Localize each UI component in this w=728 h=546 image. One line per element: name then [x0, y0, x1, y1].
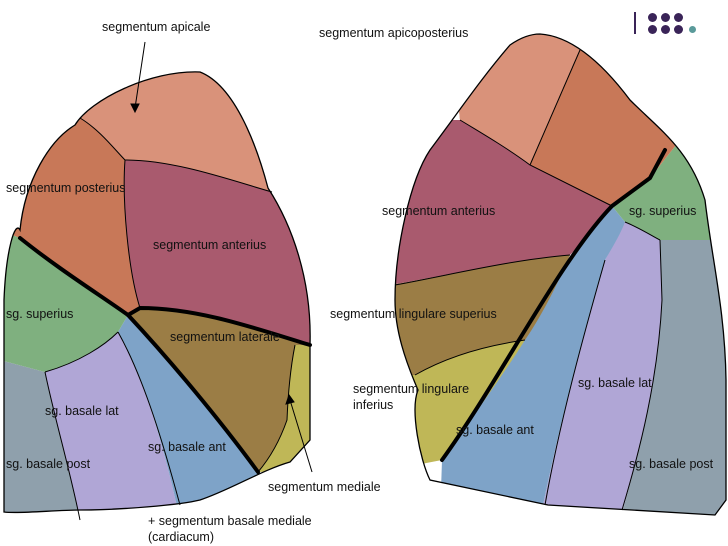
label-segmentum-posterius: segmentum posterius: [6, 181, 126, 195]
label-segmentum-apicoposterius: segmentum apicoposterius: [319, 26, 469, 40]
left-lung: [395, 34, 726, 515]
left-basal-anterior-segment: [440, 206, 625, 515]
left-lingular-superior-segment: [395, 255, 570, 375]
right-middle-lateral-segment: [128, 308, 310, 472]
label-left-sg-basale-post: sg. basale post: [629, 457, 714, 471]
fissures: [18, 148, 667, 474]
label-right-sg-basale-ant: sg. basale ant: [148, 440, 226, 454]
label-segmentum-lingulare-inferius-line1: segmentum lingulare: [353, 382, 470, 396]
label-basale-mediale-line2: (cardiacum): [148, 530, 214, 544]
label-left-sg-superius: sg. superius: [629, 204, 697, 218]
pointer-arrows: [130, 41, 313, 473]
label-segmentum-mediale: segmentum mediale: [268, 480, 381, 494]
left-basal-posterior-segment: [620, 240, 726, 515]
right-basal-anterior-segment: [118, 315, 270, 513]
label-left-segmentum-anterius: segmentum anterius: [382, 204, 496, 218]
label-left-sg-basale-lat: sg. basale lat: [578, 376, 652, 390]
left-basal-lateral-segment: [540, 222, 662, 515]
label-left-sg-basale-ant: sg. basale ant: [456, 423, 534, 437]
label-segmentum-lingulare-superius: segmentum lingulare superius: [330, 307, 497, 321]
right-middle-medial-segment: [258, 345, 311, 472]
right-basal-posterior-segment: [4, 360, 80, 513]
right-superior-segment: [4, 230, 128, 372]
left-anterior-segment: [395, 120, 612, 285]
right-anterior-segment: [124, 160, 311, 345]
label-basale-mediale-line1: + segmentum basale mediale: [148, 514, 312, 528]
lung-outlines: [3, 33, 727, 516]
label-right-sg-basale-lat: sg. basale lat: [45, 404, 119, 418]
label-right-segmentum-anterius: segmentum anterius: [153, 238, 267, 252]
label-segmentum-laterale: segmentum laterale: [170, 330, 280, 344]
label-segmentum-apicale: segmentum apicale: [102, 20, 211, 34]
right-basal-lateral-segment: [45, 332, 180, 513]
logo-divider: [634, 12, 636, 34]
segment-borders: [44, 49, 663, 521]
label-right-sg-basale-post: sg. basale post: [6, 457, 91, 471]
label-right-sg-superius: sg. superius: [6, 307, 74, 321]
label-segmentum-lingulare-inferius-line2: inferius: [353, 398, 394, 412]
left-lingular-inferior-segment: [395, 340, 525, 470]
